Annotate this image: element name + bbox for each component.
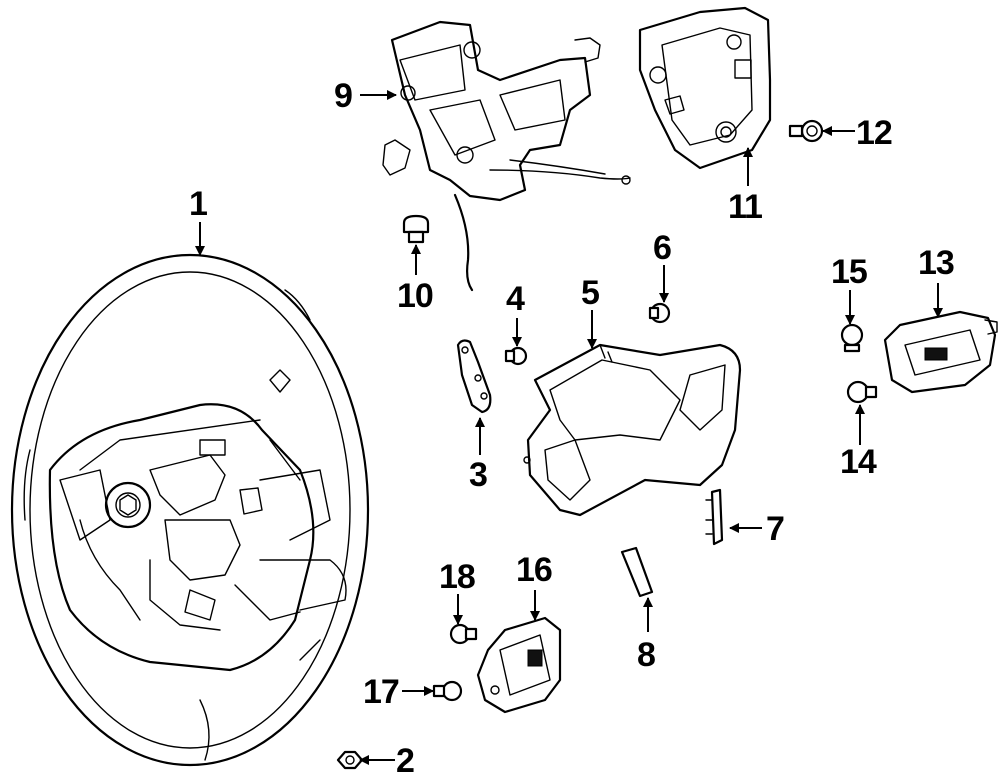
callout-9: 9	[334, 77, 352, 115]
clip-3[interactable]	[456, 339, 492, 414]
insert-8[interactable]	[620, 546, 654, 598]
callout-8: 8	[637, 636, 655, 674]
callout-4: 4	[506, 280, 525, 318]
callout-18: 18	[439, 558, 475, 596]
screw-2[interactable]	[336, 750, 364, 770]
callout-17: 17	[363, 673, 399, 711]
screw-4[interactable]	[504, 346, 528, 366]
callout-6: 6	[653, 229, 671, 267]
screw-15[interactable]	[840, 323, 864, 353]
control-switch-left[interactable]	[476, 616, 562, 714]
callout-labels: 1 2 3 4 5 6 7 8 9 10 11 12 13 14 15 16 1…	[189, 77, 955, 774]
callout-11: 11	[728, 188, 762, 226]
mounting-bracket[interactable]	[382, 20, 631, 292]
callout-7: 7	[766, 510, 784, 548]
steering-wheel[interactable]	[10, 253, 370, 767]
callout-13: 13	[918, 244, 954, 282]
callout-10: 10	[397, 277, 433, 315]
screw-17[interactable]	[432, 680, 463, 702]
callout-12: 12	[856, 114, 892, 152]
switch-bezel[interactable]	[523, 343, 742, 517]
callout-16: 16	[516, 551, 552, 589]
rear-cover[interactable]	[638, 6, 772, 170]
screw-14[interactable]	[846, 380, 878, 404]
screw-18[interactable]	[449, 623, 478, 645]
screw-10[interactable]	[402, 214, 430, 244]
screw-6[interactable]	[648, 302, 671, 324]
callout-1: 1	[189, 185, 207, 223]
bolt-12[interactable]	[788, 119, 824, 143]
callout-3: 3	[469, 456, 487, 494]
callout-15: 15	[831, 253, 867, 291]
leader-lines	[195, 90, 943, 765]
callout-5: 5	[581, 274, 599, 312]
control-switch-right[interactable]	[883, 310, 998, 394]
trim-strip-7[interactable]	[705, 488, 724, 546]
callout-2: 2	[396, 742, 414, 774]
callout-14: 14	[840, 443, 877, 481]
